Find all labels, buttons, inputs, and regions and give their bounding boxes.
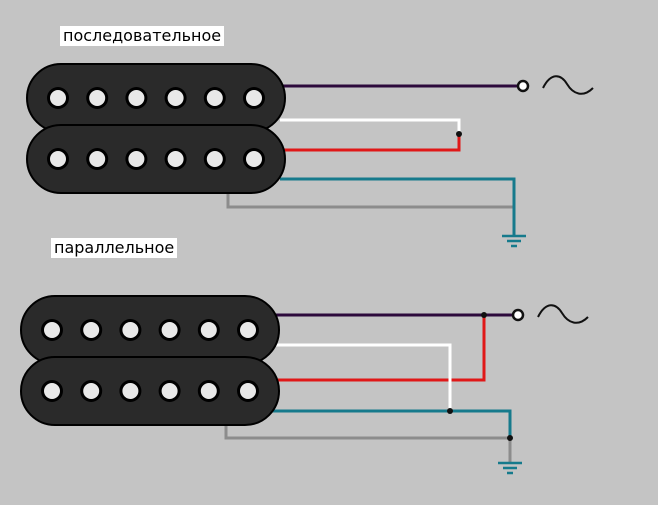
parallel-gray-wire [224,425,512,462]
pole-piece-center [206,151,223,167]
series-white-wire [280,118,461,134]
pole-piece-center [246,151,262,167]
parallel-junction-white-teal [447,408,453,414]
pole-piece-center [50,151,66,167]
pole-piece-center [44,383,60,399]
parallel-ground-icon [498,461,522,475]
pole-piece-center [240,383,256,399]
pole-piece-center [128,90,145,106]
parallel-teal-wire [272,409,512,438]
output-terminal [511,308,525,322]
parallel-junction-teal-gray [507,435,513,441]
pole-piece-center [206,90,223,106]
series-ground-icon [502,234,526,248]
pole-piece-center [44,322,60,338]
series-red-wire [280,134,461,152]
series-teal-wire [280,177,516,235]
parallel-wiring-label: параллельное [51,238,178,258]
pole-piece-center [200,383,217,399]
pole-piece-center [89,151,106,167]
coil-body [20,356,280,426]
pole-piece-center [83,322,100,338]
pole-piece-center [122,383,139,399]
pole-piece-center [240,322,256,338]
series-junction-white-red [456,131,462,137]
output-terminal [516,79,530,93]
pole-piece-center [167,90,184,106]
pole-piece-center [200,322,217,338]
pole-piece-center [89,90,106,106]
parallel-coil-top [20,295,280,365]
output-ac-icon [537,304,589,324]
coil-body [26,124,286,194]
series-gray-wire [226,193,514,209]
series-coil-bottom [26,124,286,194]
pole-piece-center [161,322,178,338]
parallel-output [511,304,589,324]
pole-piece-center [128,151,145,167]
pole-piece-center [161,383,178,399]
parallel-junction-red-purple [481,312,487,318]
series-coil-top [26,63,286,133]
parallel-red-wire [272,315,486,382]
parallel-coil-bottom [20,356,280,426]
pole-piece-center [50,90,66,106]
pole-piece-center [83,383,100,399]
series-wiring-label: последовательное [60,26,225,46]
pole-piece-center [246,90,262,106]
output-ac-icon [542,75,594,95]
pole-piece-center [122,322,139,338]
series-output [516,75,594,95]
parallel-white-wire [272,343,452,411]
pole-piece-center [167,151,184,167]
